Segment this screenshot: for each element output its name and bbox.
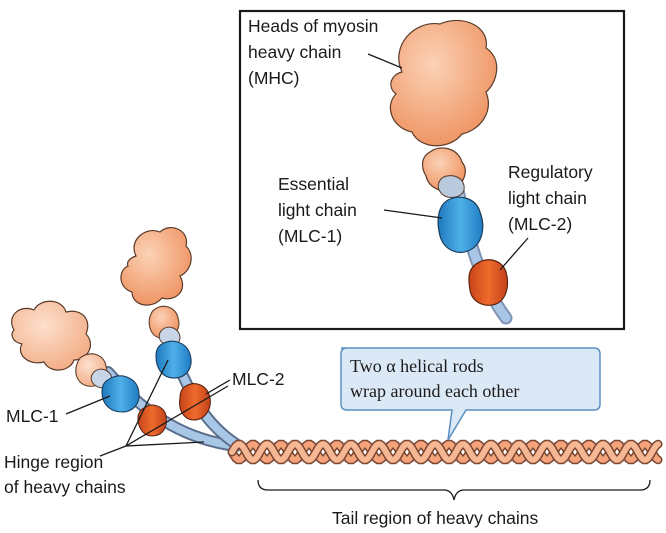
left-myosin-head bbox=[11, 300, 91, 371]
tail-coiled-coil bbox=[227, 439, 663, 465]
hinge-leader-line-1 bbox=[99, 445, 127, 457]
inset-heads-label: Heads of myosin heavy chain (MHC) bbox=[248, 16, 383, 88]
inset-panel: Heads of myosin heavy chain (MHC) Essent… bbox=[238, 9, 626, 331]
inset-essential-label: Essential light chain (MLC-1) bbox=[278, 174, 362, 246]
hinge-leader-line-4 bbox=[125, 441, 205, 447]
tail-strand-b bbox=[229, 441, 661, 463]
mlc2-label: MLC-2 bbox=[232, 369, 285, 389]
mlc1-label: MLC-1 bbox=[6, 406, 59, 426]
left-essential-light-chain bbox=[101, 375, 140, 413]
callout-bubble bbox=[340, 347, 601, 441]
tail-bracket bbox=[257, 479, 651, 501]
inset-essential-light-chain bbox=[437, 196, 484, 253]
regulatory-leader-line bbox=[499, 237, 529, 271]
inset-neck-joint bbox=[437, 175, 465, 198]
main-labels: MLC-1 MLC-2 Hinge region of heavy chains… bbox=[4, 347, 651, 528]
right-myosin-head bbox=[120, 227, 192, 306]
tail-label: Tail region of heavy chains bbox=[332, 508, 538, 528]
mlc2-leader-line bbox=[205, 379, 231, 395]
mlc1-leader-line bbox=[65, 395, 111, 415]
inset-regulatory-light-chain bbox=[468, 259, 509, 306]
hinge-leader-line-3 bbox=[125, 385, 229, 447]
inset-regulatory-label: Regulatory light chain (MLC-2) bbox=[508, 162, 598, 234]
right-regulatory-light-chain bbox=[179, 383, 211, 421]
hinge-leader-line-2 bbox=[125, 359, 169, 447]
callout-text: Two α helical rods wrap around each othe… bbox=[350, 356, 519, 401]
essential-leader-line bbox=[383, 209, 443, 219]
left-regulatory-light-chain bbox=[137, 404, 167, 437]
main-molecule bbox=[11, 227, 663, 465]
right-essential-light-chain bbox=[155, 340, 192, 379]
inset-myosin-head bbox=[389, 19, 498, 147]
hinge-label: Hinge region of heavy chains bbox=[4, 452, 126, 497]
heads-leader-line bbox=[367, 53, 403, 69]
